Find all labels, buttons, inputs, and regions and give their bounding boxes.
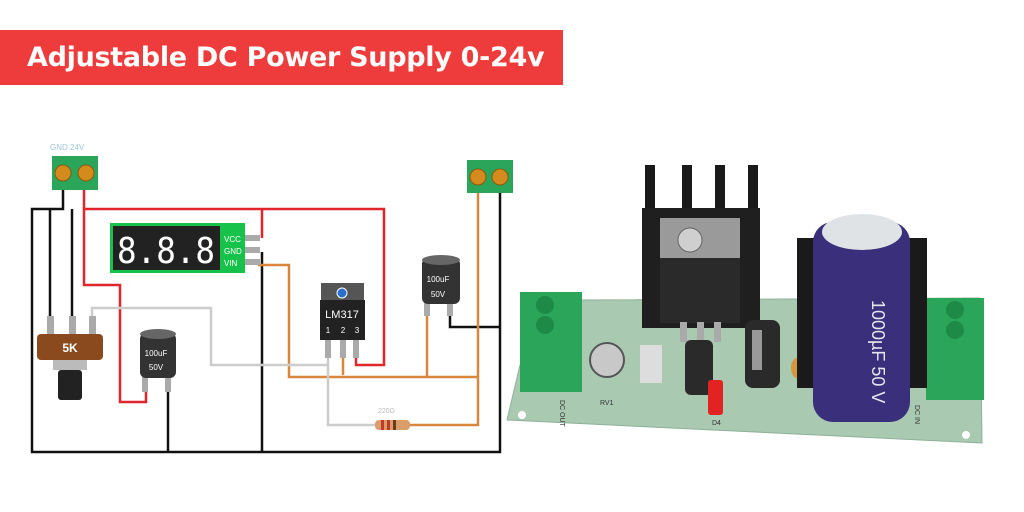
resistor-label: 220Ω — [378, 408, 395, 415]
lm317-regulator: LM317 1 2 3 — [320, 283, 365, 358]
big-cap-text: 1000µF 50 V — [868, 300, 888, 403]
terminal-right — [926, 298, 984, 400]
pot-label: 5K — [62, 341, 78, 355]
regulator-label: LM317 — [325, 309, 359, 321]
silk-d4: D4 — [712, 420, 721, 427]
cap-right-voltage: 50V — [431, 290, 446, 299]
cap-left-voltage: 50V — [149, 363, 164, 372]
heatsink — [642, 165, 760, 342]
regulator-pin-3: 3 — [355, 326, 360, 335]
red-wires — [82, 190, 386, 404]
cap-left-value: 100uF — [145, 349, 168, 358]
potentiometer: 5K — [37, 316, 103, 400]
display-digits: 8.8.8 — [117, 231, 215, 272]
big-capacitor: 1000µF 50 V — [797, 214, 927, 422]
pin-vcc: VCC — [224, 235, 241, 244]
orange-wires — [258, 190, 480, 427]
capacitor-right: 100uF 50V — [422, 255, 460, 316]
white-wires — [90, 306, 375, 427]
pin-gnd: GND — [224, 247, 242, 256]
silk-dc-in: DC IN — [913, 405, 920, 424]
input-terminal-label: GND 24V — [50, 143, 85, 152]
silk-dc-out: DC OUT — [558, 400, 565, 428]
silk-rv1: RV1 — [600, 400, 614, 407]
trimmer-pot — [589, 342, 662, 383]
title-banner: Adjustable DC Power Supply 0-24v — [0, 30, 563, 85]
resistor: 220Ω — [375, 408, 410, 430]
cap-right-value: 100uF — [427, 275, 450, 284]
small-capacitors — [685, 320, 803, 395]
terminal-left — [520, 292, 582, 392]
red-led — [708, 380, 723, 415]
capacitor-left: 100uF 50V — [140, 329, 176, 392]
voltmeter-display: 8.8.8 VCC GND VIN — [110, 223, 260, 273]
input-terminal-block: GND 24V — [50, 143, 98, 190]
pin-vin: VIN — [224, 259, 238, 268]
output-terminal-block — [467, 160, 513, 193]
regulator-pin-2: 2 — [341, 326, 346, 335]
regulator-pin-1: 1 — [326, 326, 331, 335]
